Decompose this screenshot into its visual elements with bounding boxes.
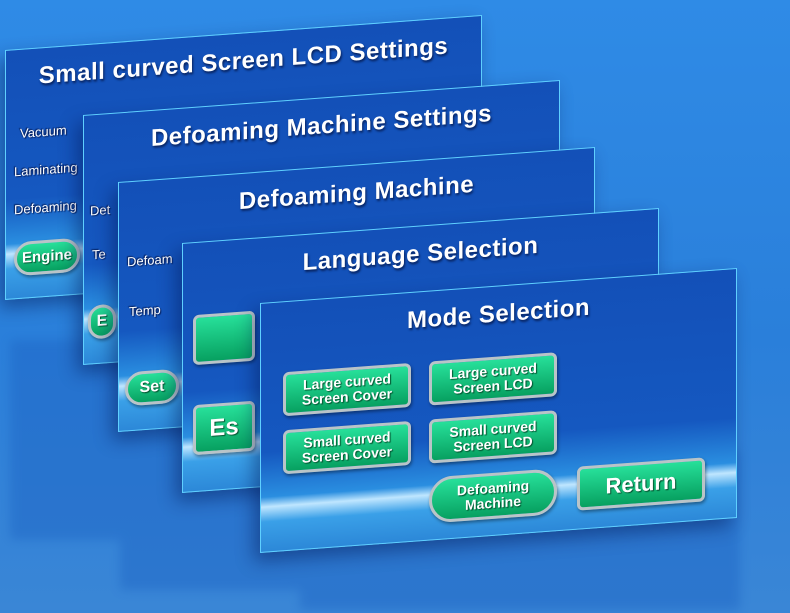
label-laminating: Laminating [14, 159, 78, 180]
language-button-es[interactable]: Es [193, 400, 255, 456]
label-defoam: Defoam [127, 250, 173, 270]
panel-title: Language Selection [302, 231, 539, 277]
label-det: Det [90, 202, 111, 219]
label-vacuum: Vacuum [20, 122, 67, 141]
panel-mode-selection: Mode Selection Large curved Screen Cover… [260, 267, 737, 553]
panel-title: Defoaming Machine [238, 170, 475, 216]
engineer-button[interactable]: Engine [14, 237, 80, 277]
panel-title: Defoaming Machine Settings [150, 99, 493, 153]
defoaming-machine-button[interactable]: Defoaming Machine [429, 468, 557, 524]
panel-title: Small curved Screen LCD Settings [38, 32, 449, 90]
return-button[interactable]: Return [577, 457, 705, 511]
small-curved-screen-lcd-button[interactable]: Small curved Screen LCD [429, 410, 557, 464]
settings-button[interactable]: Set [125, 368, 179, 407]
panel-title: Mode Selection [406, 293, 591, 335]
label-defoaming: Defoaming [14, 197, 77, 218]
language-button[interactable] [193, 310, 255, 366]
large-curved-screen-lcd-button[interactable]: Large curved Screen LCD [429, 352, 557, 406]
large-curved-screen-cover-button[interactable]: Large curved Screen Cover [283, 362, 411, 417]
label-temp: Temp [129, 301, 161, 320]
panel-button[interactable]: E [88, 303, 116, 340]
label-te: Te [92, 246, 106, 263]
small-curved-screen-cover-button[interactable]: Small curved Screen Cover [283, 420, 411, 475]
